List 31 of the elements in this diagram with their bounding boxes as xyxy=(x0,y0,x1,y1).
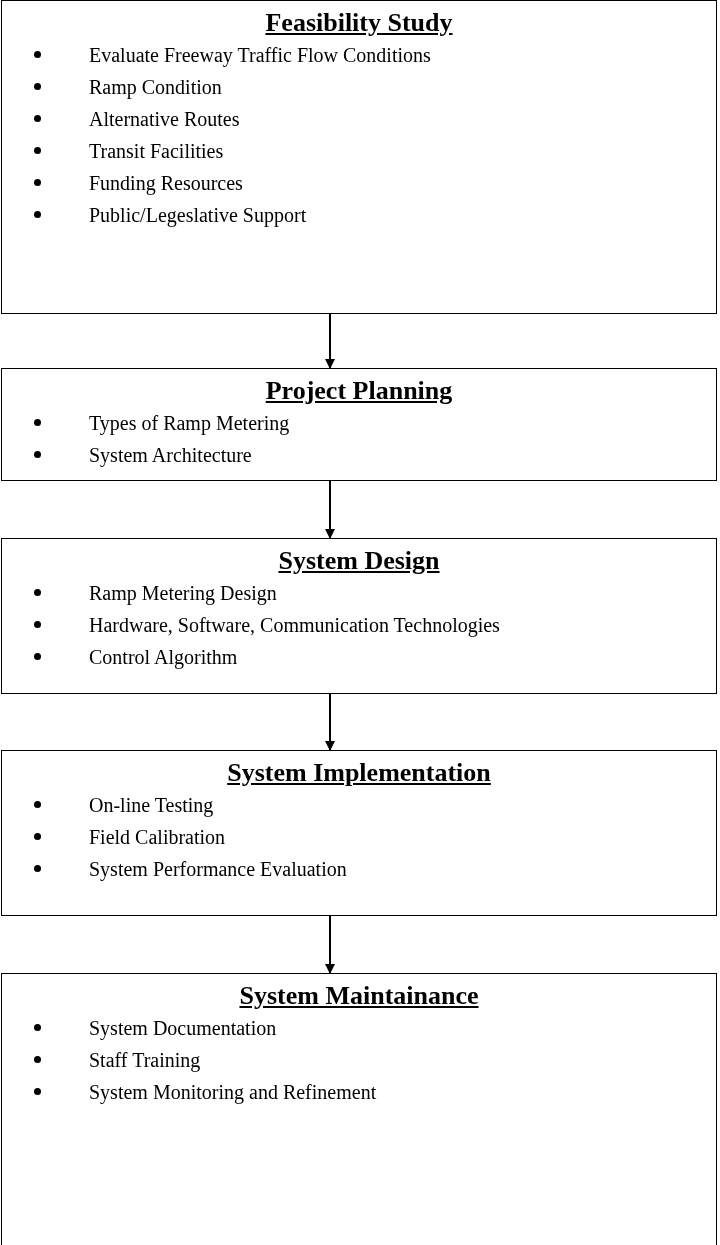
box-heading: Project Planning xyxy=(264,375,454,407)
list-item: System Architecture xyxy=(89,443,252,469)
list-item: Field Calibration xyxy=(89,825,226,850)
arrow xyxy=(325,480,335,539)
box-heading: System Design xyxy=(277,545,441,577)
list-item: Hardware, Software, Communication Technologies xyxy=(89,613,500,639)
arrow xyxy=(325,313,335,369)
box-heading: System Maintainance xyxy=(238,980,480,1012)
list-item: System Monitoring and Refinement xyxy=(89,1080,377,1106)
box-heading: System Implementation xyxy=(226,757,492,789)
process-box xyxy=(1,0,717,314)
list-item: Ramp Metering Design xyxy=(89,581,277,607)
list-item: System Documentation xyxy=(89,1016,277,1042)
list-item: Control Algorithm xyxy=(89,645,238,671)
arrow xyxy=(325,693,335,751)
process-box xyxy=(1,368,717,481)
list-item: Types of Ramp Metering xyxy=(89,411,290,437)
list-item: Public/Legeslative Support xyxy=(89,203,307,229)
list-item: Funding Resources xyxy=(89,171,243,197)
process-box xyxy=(1,538,717,694)
process-box xyxy=(1,973,717,1245)
list-item: Transit Facilities xyxy=(89,139,224,164)
list-item: Alternative Routes xyxy=(89,107,240,132)
process-box xyxy=(1,750,717,916)
box-heading: Feasibility Study xyxy=(264,7,454,39)
list-item: Evaluate Freeway Traffic Flow Conditions xyxy=(89,43,431,69)
list-item: On-line Testing xyxy=(89,793,214,819)
arrow xyxy=(325,915,335,974)
list-item: Ramp Condition xyxy=(89,75,222,101)
list-item: Staff Training xyxy=(89,1048,201,1074)
list-item: System Performance Evaluation xyxy=(89,857,347,883)
